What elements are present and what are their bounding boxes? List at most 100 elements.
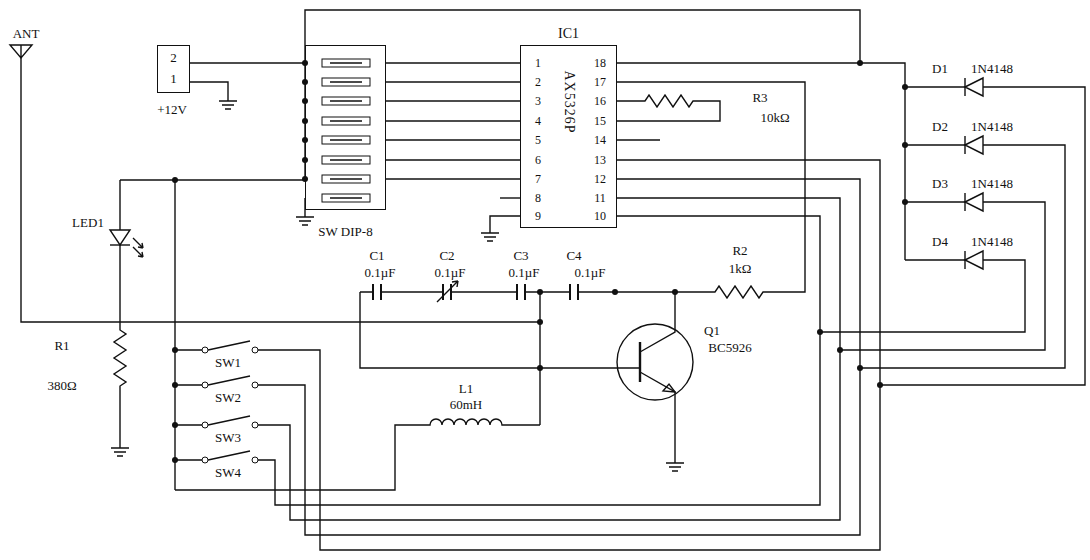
pin-number: 1 — [534, 57, 542, 69]
part-label: R2 — [731, 244, 748, 257]
pin-number: 7 — [534, 173, 542, 185]
transistor-symbol — [640, 372, 675, 460]
pin-number: 9 — [534, 210, 542, 222]
power-wiring — [219, 98, 237, 109]
wire-connector — [386, 62, 520, 63]
ic-pin-wiring — [500, 197, 520, 198]
diode-symbol — [965, 78, 983, 96]
switch-symbol — [202, 347, 208, 353]
junction-dot — [172, 382, 178, 388]
part-label: L1 — [458, 382, 474, 395]
antenna-symbol — [21, 58, 540, 322]
connector-box: 21 — [157, 45, 190, 93]
pin-number: 2 — [534, 76, 542, 88]
junction-dot — [537, 289, 543, 295]
led-symbol — [119, 180, 120, 230]
part-label: C1 — [368, 249, 385, 262]
switch-symbol — [202, 457, 208, 463]
switch-symbol — [175, 368, 860, 535]
pin-number: 6 — [534, 154, 542, 166]
supply-label: +12V — [156, 103, 188, 116]
junction-dot — [172, 60, 908, 463]
diode-symbol — [965, 193, 983, 211]
capacitor-symbol — [437, 281, 458, 302]
junction-dot — [172, 422, 178, 428]
wire-connector — [386, 139, 520, 140]
junction-dot — [902, 142, 908, 148]
capacitor-symbol — [360, 281, 675, 425]
transistor-symbol — [640, 292, 675, 352]
junction-dot — [672, 289, 678, 295]
wire-connector — [386, 178, 520, 179]
inductor-symbol — [175, 419, 540, 490]
junction-dot — [172, 457, 178, 463]
part-name: IC1 — [558, 26, 579, 41]
led-symbol — [133, 238, 143, 257]
part-label: C2 — [438, 249, 455, 262]
dip-switch-rows — [322, 59, 370, 202]
switch-symbol — [252, 382, 258, 388]
antenna-label: ANT — [12, 27, 41, 40]
part-label: 1N4148 — [970, 235, 1014, 248]
diode-symbol — [965, 136, 983, 154]
pin-number: 4 — [534, 115, 542, 127]
pin-number: 15 — [593, 115, 607, 127]
part-label: 0.1µF — [508, 266, 541, 279]
dip-switch-rows — [330, 63, 362, 198]
switch-label: SW3 — [214, 431, 242, 444]
power-wiring — [190, 10, 860, 225]
junction-dot — [537, 319, 543, 325]
pin-number: 3 — [534, 95, 542, 107]
resistor-symbol — [111, 445, 129, 456]
pin-number: 11 — [593, 192, 607, 204]
switch-symbol — [202, 422, 208, 428]
junction-dot — [172, 347, 178, 353]
resistor-symbol — [617, 82, 805, 298]
ic-pin-wiring — [617, 139, 660, 140]
power-wiring — [305, 10, 860, 63]
diode-symbol — [965, 251, 983, 269]
antenna-symbol — [10, 45, 32, 58]
ic-pin-wiring — [481, 63, 905, 385]
pin-number: 14 — [593, 134, 607, 146]
dip-switch-box: SW DIP-8 — [305, 45, 386, 210]
wire-connector — [386, 159, 520, 160]
resistor-symbol — [114, 245, 126, 445]
ic-pin-wiring — [617, 63, 905, 260]
part-label: Q1 — [703, 324, 721, 337]
part-label: 1N4148 — [970, 120, 1014, 133]
wire-connector — [386, 120, 520, 121]
ic-pin-wiring — [617, 198, 840, 350]
ic-pin-wiring — [617, 216, 820, 332]
ic-pin-wiring — [490, 216, 520, 230]
switch-label: SW2 — [214, 391, 242, 404]
part-label: 1N4148 — [970, 177, 1014, 190]
part-label: R3 — [751, 91, 768, 104]
switch-symbol — [202, 382, 208, 388]
pin-number: 8 — [534, 192, 542, 204]
pin-number: 10 — [593, 210, 607, 222]
ic-pin-wiring — [617, 179, 860, 368]
switch-symbol — [252, 347, 258, 353]
capacitor-symbol — [373, 284, 578, 300]
part-label: 60mH — [449, 398, 484, 411]
led-symbol — [110, 230, 130, 245]
diode-symbol — [880, 78, 1085, 385]
ic-pin-wiring — [617, 160, 880, 385]
part-label: C3 — [512, 249, 529, 262]
part-label: BC5926 — [707, 341, 752, 354]
part-name: SW DIP-8 — [318, 225, 372, 239]
part-label: D2 — [931, 120, 949, 133]
capacitor-symbol — [539, 292, 540, 425]
part-label: R1 — [53, 339, 70, 352]
pin-number: 17 — [593, 76, 607, 88]
diode-symbol — [840, 193, 1045, 350]
junction-dot — [612, 289, 618, 295]
part-label: LED1 — [71, 216, 105, 229]
part-label: 0.1µF — [364, 266, 397, 279]
part-label: D3 — [931, 177, 949, 190]
capacitor-symbol — [360, 292, 640, 368]
diode-symbol — [820, 251, 1025, 332]
